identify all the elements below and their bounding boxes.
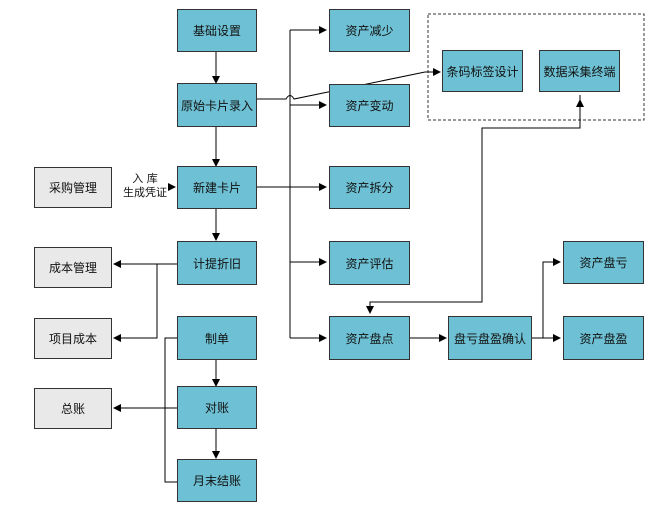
edge-voucher-to-monthend (164, 337, 177, 483)
node-barcode-label-design[interactable]: 条码标签设计 (442, 50, 523, 92)
node-asset-split[interactable]: 资产拆分 (329, 166, 410, 209)
node-month-end[interactable]: 月末结账 (177, 459, 257, 502)
node-data-terminal[interactable]: 数据采集终端 (539, 50, 620, 92)
node-purchase-mgmt[interactable]: 采购管理 (34, 167, 112, 208)
node-surplus-loss-confirm[interactable]: 盘亏盘盈确认 (448, 316, 532, 360)
node-asset-decrease[interactable]: 资产减少 (329, 9, 410, 52)
node-basic-settings[interactable]: 基础设置 (177, 9, 257, 52)
node-asset-change[interactable]: 资产变动 (329, 84, 410, 127)
node-original-card-entry[interactable]: 原始卡片录入 (177, 83, 257, 127)
node-project-cost[interactable]: 项目成本 (34, 318, 112, 359)
node-voucher[interactable]: 制单 (177, 316, 257, 360)
node-general-ledger[interactable]: 总账 (34, 388, 112, 429)
node-asset-inventory[interactable]: 资产盘点 (329, 316, 410, 360)
inbound-voucher-label: 入 库 生成凭证 (123, 172, 167, 199)
terminal-group-frame (427, 13, 645, 121)
node-asset-surplus[interactable]: 资产盘盈 (563, 316, 644, 360)
node-new-card[interactable]: 新建卡片 (177, 166, 257, 209)
node-reconcile[interactable]: 对账 (177, 386, 257, 429)
node-depreciation[interactable]: 计提折旧 (177, 241, 257, 285)
edge-confirm-to-loss (532, 258, 561, 339)
edge-depreciation-to-project (113, 264, 158, 342)
node-asset-evaluate[interactable]: 资产评估 (329, 241, 410, 285)
node-cost-mgmt[interactable]: 成本管理 (34, 247, 112, 288)
node-asset-loss[interactable]: 资产盘亏 (563, 241, 644, 284)
